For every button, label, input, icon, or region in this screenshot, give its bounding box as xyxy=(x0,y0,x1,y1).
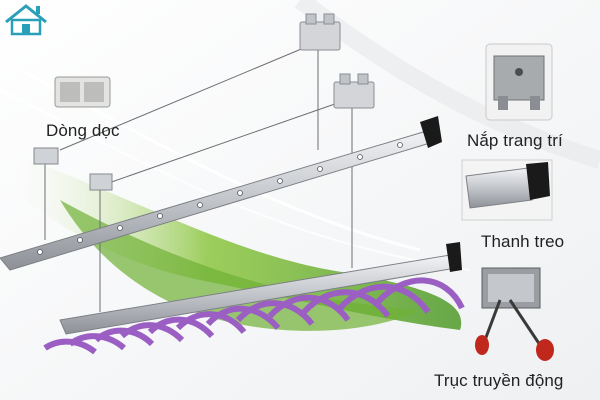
pulley-block-icon xyxy=(33,147,113,191)
hanging-bar-detail xyxy=(461,159,553,221)
house-logo-icon xyxy=(5,4,47,36)
ceiling-cover-icon xyxy=(299,13,375,109)
lower-rail xyxy=(59,242,462,335)
label-thanh-treo: Thanh treo xyxy=(481,232,565,251)
label-truc-truyen-dong: Trục truyền động xyxy=(434,371,564,390)
label-nap-trang-tri: Nắp trang trí xyxy=(467,131,563,150)
crank-handle-icon xyxy=(475,267,554,361)
label-dong-doc: Dòng dọc xyxy=(46,121,120,140)
upper-rail xyxy=(0,116,442,271)
ceiling-cover-detail xyxy=(485,43,553,121)
cables xyxy=(44,41,353,312)
purple-hangers xyxy=(43,277,465,355)
wall-switch xyxy=(54,76,111,108)
